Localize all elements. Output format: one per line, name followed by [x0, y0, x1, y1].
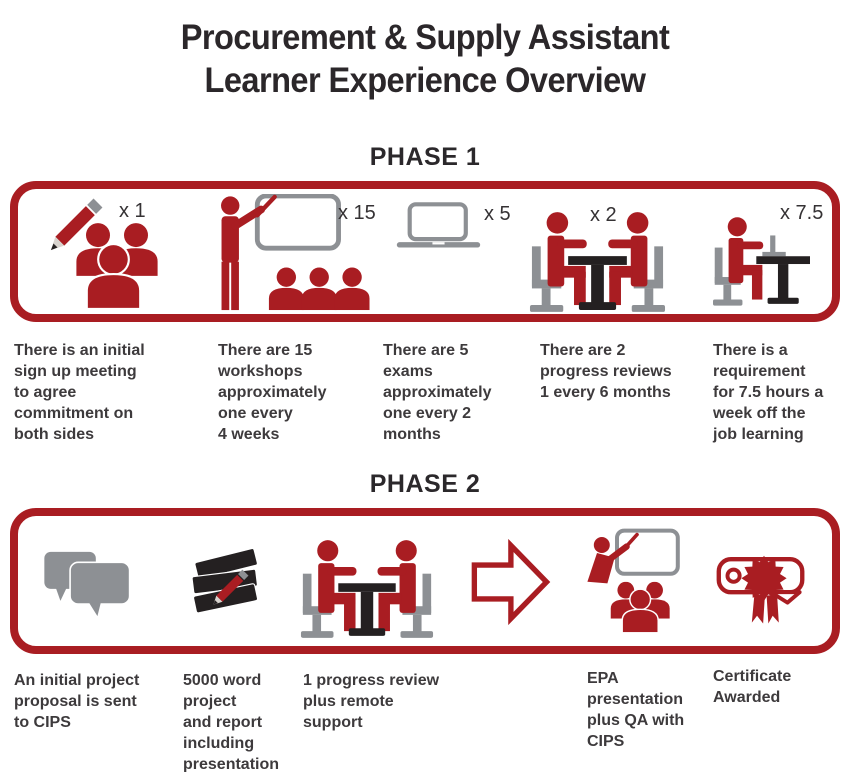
phase2-description-certificate: Certificate Awarded	[713, 668, 792, 706]
phase1-multiplier-reviews: x 2	[590, 204, 617, 226]
phase1-description-exams: There are 5 exams approximately one ever…	[383, 342, 492, 443]
phase1-box: x 1 x 15 x 5 x 2 x 7.5	[10, 181, 840, 322]
phase1-description-workshops: There are 15 workshops approximately one…	[218, 342, 327, 443]
chat-bubbles-icon	[41, 547, 141, 621]
phase1-multiplier-signup: x 1	[119, 200, 146, 222]
phase1-description-hours: There is a requirement for 7.5 hours a w…	[713, 342, 824, 443]
phase2-description-review: 1 progress review plus remote support	[303, 672, 440, 731]
phase1-heading: PHASE 1	[369, 143, 481, 171]
page-title-line2: Learner Experience Overview	[204, 61, 646, 100]
phase1-description-reviews: There are 2 progress reviews 1 every 6 m…	[540, 342, 672, 401]
phase2-description-proposal: An initial project proposal is sent to C…	[14, 672, 140, 731]
laptop-exam-icon	[396, 202, 481, 249]
certificate-icon	[715, 547, 813, 627]
phase2-heading: PHASE 2	[369, 470, 481, 498]
phase2-box	[10, 508, 840, 654]
books-pencil-icon	[181, 545, 273, 631]
arrow-right-icon	[469, 537, 551, 627]
epa-presentation-icon	[577, 522, 681, 640]
phase2-description-project: 5000 word project and report including p…	[183, 672, 280, 772]
phase2-description-epa: EPA presentation plus QA with CIPS	[587, 670, 685, 750]
phase1-multiplier-exams: x 5	[484, 203, 511, 225]
phase1-description-signup: There is an initial sign up meeting to a…	[14, 342, 145, 443]
page-title: Procurement & Supply Assistant Learner E…	[30, 16, 821, 102]
phase1-multiplier-workshops: x 15	[338, 202, 376, 224]
progress-review-meeting-icon	[300, 537, 434, 641]
phase1-multiplier-hours: x 7.5	[780, 202, 824, 224]
page-title-line1: Procurement & Supply Assistant	[180, 18, 670, 57]
